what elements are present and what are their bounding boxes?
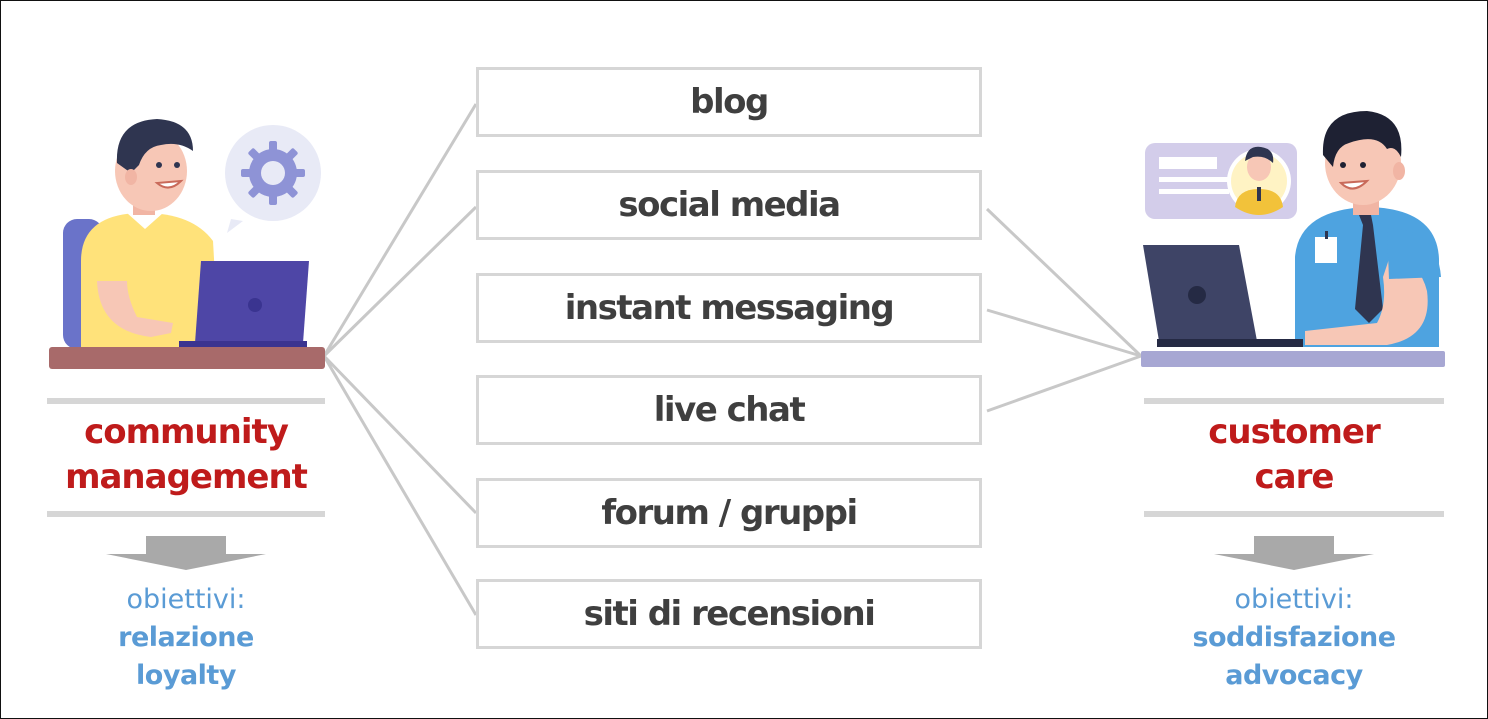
community-manager-illustration	[49, 119, 325, 369]
arrow-down-icon	[106, 536, 266, 570]
connector-left-forum	[322, 354, 478, 515]
arrow-down-icon	[1214, 536, 1374, 570]
customer-care-illustration	[1141, 111, 1445, 367]
connector-right-social-media	[985, 207, 1143, 358]
right-role-title: customer care	[1144, 410, 1444, 500]
channel-siti-di-recensioni: siti di recensioni	[476, 579, 982, 649]
right-role-title-line-1: customer	[1208, 412, 1380, 452]
right-objectives: obiettivi: soddisfazione advocacy	[1144, 581, 1444, 695]
channel-instant-messaging: instant messaging	[476, 273, 982, 343]
right-goal-2: advocacy	[1225, 660, 1363, 691]
left-rule-bottom	[47, 511, 325, 517]
right-objectives-heading: obiettivi:	[1234, 584, 1354, 615]
left-role-title-line-1: community	[84, 412, 289, 452]
right-rule-bottom	[1144, 511, 1444, 517]
right-rule-top	[1144, 398, 1444, 404]
channel-blog: blog	[476, 67, 982, 137]
profile-card-icon	[1145, 143, 1297, 219]
channel-forum-gruppi: forum / gruppi	[476, 478, 982, 548]
left-objectives-heading: obiettivi:	[126, 584, 246, 615]
right-goal-1: soddisfazione	[1192, 622, 1396, 653]
left-objectives: obiettivi: relazione loyalty	[36, 581, 336, 695]
left-goal-2: loyalty	[136, 660, 236, 691]
channel-social-media: social media	[476, 170, 982, 240]
left-goal-1: relazione	[118, 622, 254, 653]
connector-left-reviews	[322, 355, 478, 616]
connector-right-instant-messaging	[986, 308, 1142, 358]
left-role-title: community management	[36, 410, 336, 500]
left-role-title-line-2: management	[65, 457, 308, 497]
gear-icon	[225, 125, 321, 233]
right-role-title-line-2: care	[1254, 457, 1335, 497]
connector-left-blog	[322, 103, 478, 357]
connector-right-live-chat	[986, 354, 1142, 413]
channel-live-chat: live chat	[476, 375, 982, 445]
connector-left-social-media	[322, 205, 478, 358]
left-rule-top	[47, 398, 325, 404]
